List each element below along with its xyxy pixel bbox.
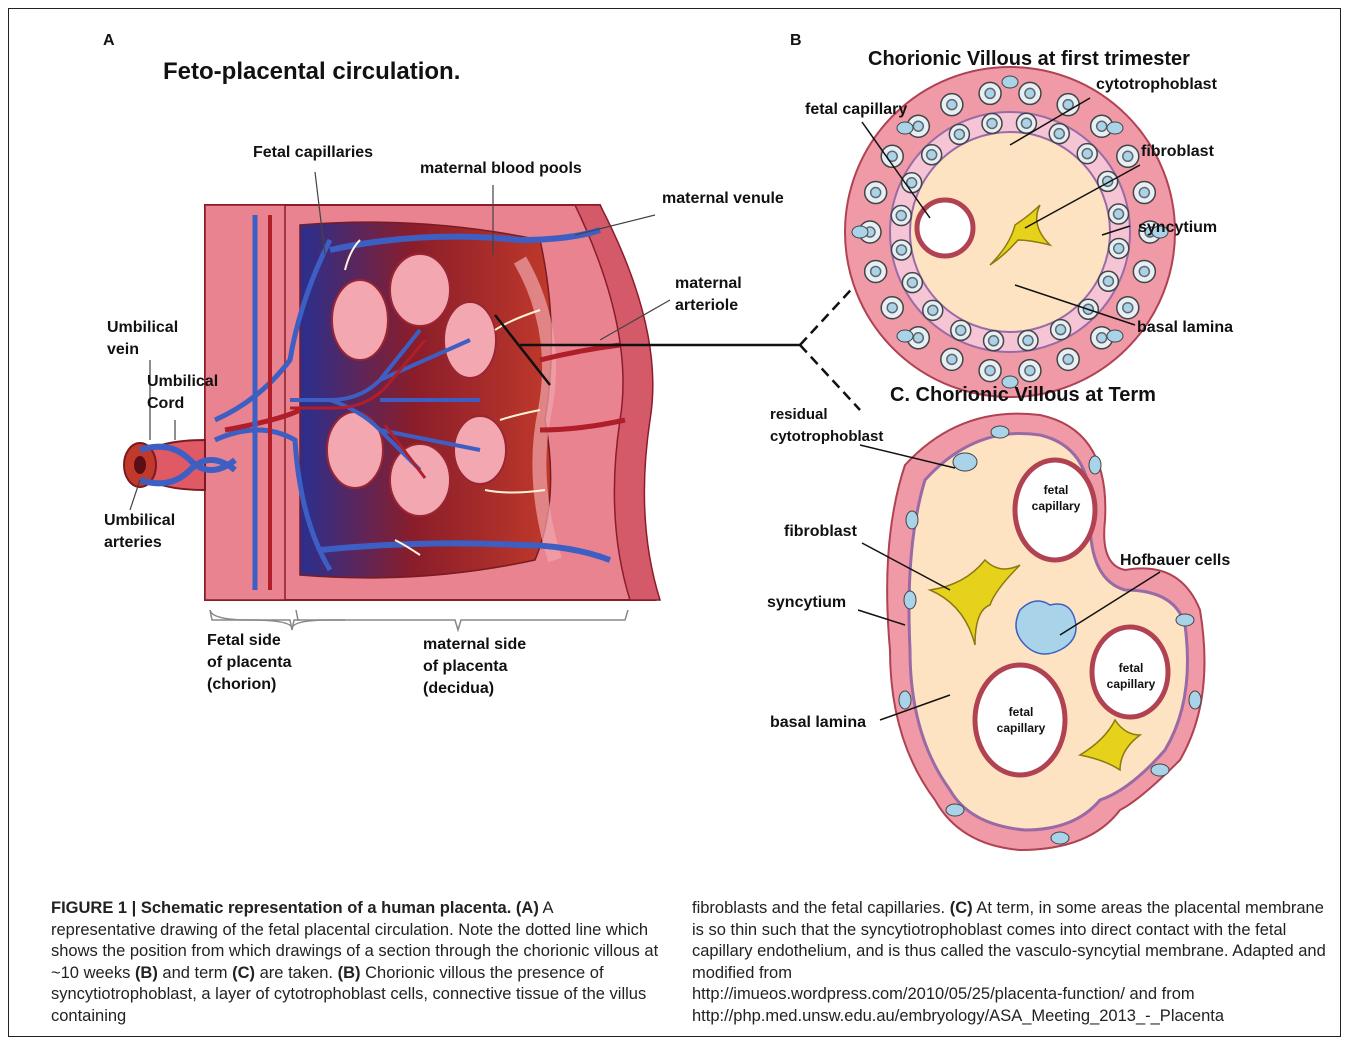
label-c-fetal-capillary-1: fetal capillary <box>1025 482 1087 514</box>
label-c-basal-lamina: basal lamina <box>770 712 866 734</box>
cell-nucleus <box>1114 243 1124 253</box>
cell-nucleus <box>1123 151 1133 161</box>
cell-nucleus <box>1056 325 1066 335</box>
panel-b-title: Chorionic Villous at first trimester <box>868 48 1190 71</box>
caption-right-column: fibroblasts and the fetal capillaries. (… <box>692 898 1332 1027</box>
cell-nucleus <box>1063 354 1073 364</box>
label-umbilical-vein: Umbilical vein <box>107 317 178 361</box>
cell-nucleus <box>1097 333 1107 343</box>
label-umbilical-cord: Umbilical Cord <box>147 371 218 415</box>
caption-url-1: http://imueos.wordpress.com/2010/05/25/p… <box>692 985 1195 1003</box>
label-maternal-blood-pools: maternal blood pools <box>420 158 582 180</box>
caption-right-start: fibroblasts and the fetal capillaries. <box>692 899 950 917</box>
cell-nucleus <box>913 333 923 343</box>
cell-nucleus <box>1082 149 1092 159</box>
cell-nucleus <box>1054 129 1064 139</box>
cell-nucleus <box>1114 209 1124 219</box>
panel-a-title: Feto-placental circulation. <box>163 58 460 86</box>
cell-nucleus <box>913 121 923 131</box>
label-fetal-side: Fetal side of placenta (chorion) <box>207 630 291 696</box>
cell-nucleus <box>989 336 999 346</box>
panel-c-title: C. Chorionic Villous at Term <box>890 384 1156 407</box>
cell-nucleus <box>1025 366 1035 376</box>
cell-nucleus <box>1021 118 1031 128</box>
cell-nucleus <box>1139 266 1149 276</box>
cell-nucleus <box>896 245 906 255</box>
label-c-hofbauer-cells: Hofbauer cells <box>1120 550 1230 572</box>
label-b-basal-lamina: basal lamina <box>1137 317 1233 339</box>
label-c-fetal-capillary-3: fetal capillary <box>990 704 1052 736</box>
label-c-fibroblast: fibroblast <box>784 521 857 543</box>
label-c-fetal-capillary-2: fetal capillary <box>1100 660 1162 692</box>
villus-at-term <box>887 414 1204 850</box>
cell-nucleus <box>985 88 995 98</box>
placenta-brackets <box>210 610 628 630</box>
cell-nucleus <box>956 325 966 335</box>
cell-nucleus <box>896 211 906 221</box>
cell-nucleus <box>871 266 881 276</box>
cell-nucleus <box>1123 303 1133 313</box>
label-maternal-venule: maternal venule <box>662 188 784 210</box>
label-maternal-arteriole: maternal arteriole <box>675 273 742 317</box>
caption-and-term: and term <box>158 964 232 982</box>
caption-are-taken: are taken. <box>255 964 333 982</box>
cell-nucleus <box>954 129 964 139</box>
cell-nucleus <box>947 100 957 110</box>
cell-nucleus <box>1023 336 1033 346</box>
cell-nucleus <box>927 150 937 160</box>
label-b-fibroblast: fibroblast <box>1141 141 1214 163</box>
label-fetal-capillaries: Fetal capillaries <box>253 142 373 164</box>
panel-b-letter: B <box>790 32 802 50</box>
caption-a-tag: (A) <box>516 899 539 917</box>
label-c-syncytium: syncytium <box>767 592 846 614</box>
cell-nucleus <box>1103 276 1113 286</box>
label-b-syncytium: syncytium <box>1138 217 1217 239</box>
caption-b-inline: (B) <box>135 964 158 982</box>
panel-a-letter: A <box>103 32 115 50</box>
label-b-cytotrophoblast: cytotrophoblast <box>1096 74 1217 96</box>
cell-nucleus <box>907 278 917 288</box>
cell-nucleus <box>987 118 997 128</box>
caption-figure-label: FIGURE 1 | Schematic representation of a… <box>51 899 511 917</box>
label-c-residual-cytotrophoblast: residual cytotrophoblast <box>770 404 883 448</box>
cell-nucleus <box>985 366 995 376</box>
caption-c-inline: (C) <box>232 964 255 982</box>
cell-nucleus <box>887 303 897 313</box>
label-b-fetal-capillary: fetal capillary <box>805 99 907 121</box>
cell-nucleus <box>1139 188 1149 198</box>
cell-nucleus <box>1097 121 1107 131</box>
cell-nucleus <box>871 188 881 198</box>
cell-nucleus <box>947 354 957 364</box>
label-umbilical-arteries: Umbilical arteries <box>104 510 175 554</box>
label-maternal-side: maternal side of placenta (decidua) <box>423 634 526 700</box>
caption-url-2: http://php.med.unsw.edu.au/embryology/AS… <box>692 1007 1224 1025</box>
caption-b-tag: (B) <box>338 964 361 982</box>
cell-nucleus <box>928 305 938 315</box>
caption-c-tag: (C) <box>950 899 973 917</box>
cell-nucleus <box>1025 88 1035 98</box>
caption-left-column: FIGURE 1 | Schematic representation of a… <box>51 898 661 1027</box>
